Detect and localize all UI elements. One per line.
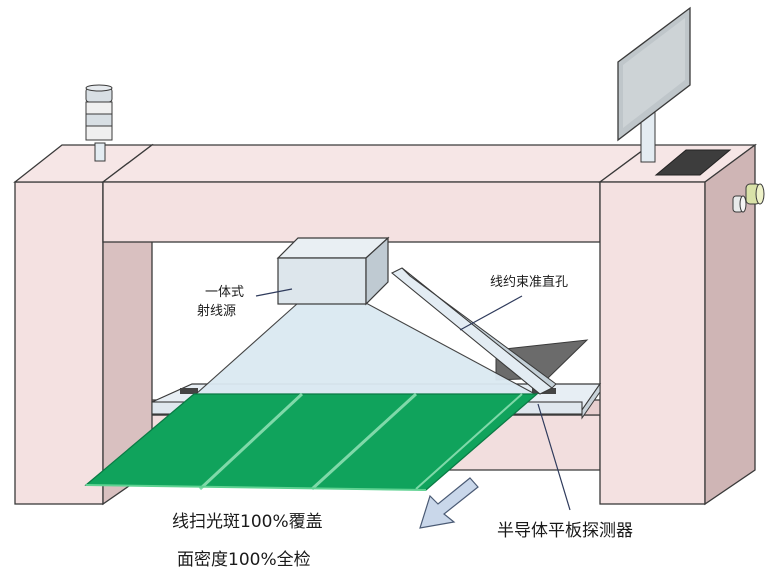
control-plate: [654, 149, 732, 176]
right-column: [598, 143, 757, 506]
caption-inspection: 面密度100%全检: [177, 550, 311, 570]
line-collimator: [390, 267, 557, 395]
side-knobs: [732, 183, 765, 213]
source-label-line2: 射线源: [197, 303, 236, 319]
top-beam: [101, 144, 652, 243]
xray-source: [276, 236, 390, 306]
signal-tower-icon: [85, 84, 113, 162]
leader-lines: [255, 288, 571, 511]
pcb-board: [84, 392, 539, 491]
scan-direction-arrow: [419, 477, 479, 529]
detector-label: 半导体平板探测器: [497, 521, 633, 541]
collimator-label: 线约束准直孔: [490, 275, 568, 290]
caption-coverage: 线扫光斑100%覆盖: [172, 512, 323, 532]
monitor-icon: [617, 6, 691, 163]
source-label-line1: 一体式: [205, 285, 244, 300]
